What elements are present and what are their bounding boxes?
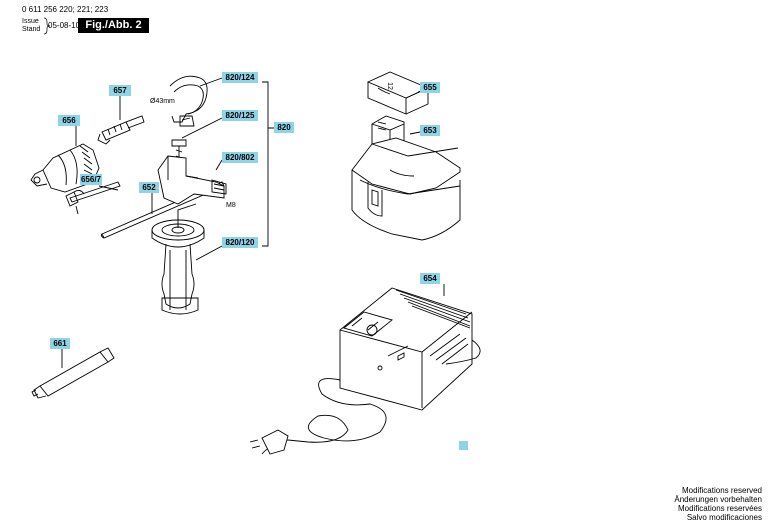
figure-label: Fig./Abb. 2 <box>78 18 149 33</box>
part-label-656: 656 <box>58 115 80 126</box>
leader-820-120 <box>195 245 223 261</box>
handle-820-120-drawing <box>151 203 205 315</box>
cap-655-drawing <box>366 71 430 115</box>
group-brace-820 <box>262 81 274 247</box>
part-label-655: 655 <box>420 82 440 93</box>
part-label-656-7: 656/7 <box>80 174 102 185</box>
battery-653-drawing <box>351 115 461 241</box>
adapter-657-drawing <box>97 115 145 145</box>
power-cord-coil <box>261 378 387 455</box>
footer-note-de: Änderungen vorbehalten <box>674 495 762 504</box>
part-label-820: 820 <box>274 122 294 133</box>
part-label-652: 652 <box>139 182 159 193</box>
bracket-820-802-drawing <box>157 155 227 205</box>
part-label-820-125: 820/125 <box>222 110 258 121</box>
leader-820-125 <box>181 117 223 139</box>
reference-square <box>459 441 468 450</box>
clamp-band-820-124-drawing <box>169 75 208 127</box>
leader-653 <box>409 131 421 135</box>
charger-654-drawing <box>339 287 473 411</box>
part-label-820-120: 820/120 <box>222 237 258 248</box>
grease-tube-661-drawing <box>31 347 115 399</box>
chuck-key-656-7-drawing <box>65 181 121 215</box>
issue-date: 05-08-10 <box>48 21 81 30</box>
footer-note-es: Salvo modificaciones <box>686 513 762 522</box>
diameter-annotation: Ø43mm <box>150 98 175 105</box>
stand-label: Stand <box>22 26 41 33</box>
plug-drawing <box>249 429 289 455</box>
part-label-657: 657 <box>109 85 131 96</box>
part-label-653: 653 <box>420 125 440 136</box>
footer-note-fr: Modifications reservées <box>677 504 762 513</box>
thread-annotation: M8 <box>226 202 236 209</box>
footer-note-en: Modifications reserved <box>681 486 762 495</box>
part-label-820-124: 820/124 <box>222 72 258 83</box>
leader-656-7 <box>98 185 119 191</box>
leader-820-802 <box>215 159 223 171</box>
part-number: 0 611 256 220; 221; 223 <box>22 5 109 14</box>
leader-820-124 <box>199 77 223 87</box>
part-label-654: 654 <box>420 273 440 284</box>
issue-label: Issue <box>22 18 39 25</box>
part-label-820-802: 820/802 <box>222 152 258 163</box>
part-label-661: 661 <box>50 338 70 349</box>
battery-mark: 12 <box>385 82 393 90</box>
power-cord-upper <box>445 339 481 365</box>
